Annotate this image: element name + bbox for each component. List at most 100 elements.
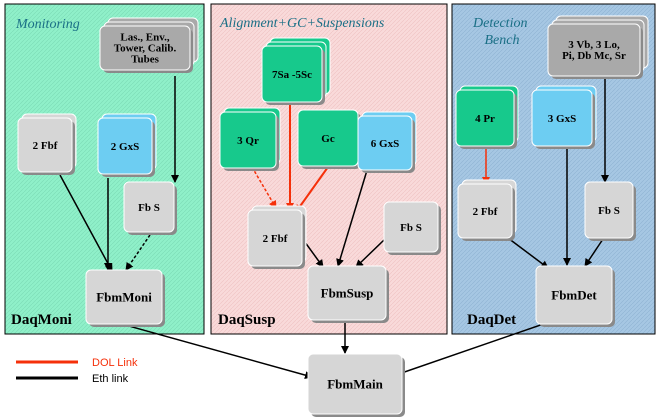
- node-box: [535, 265, 613, 325]
- node-label: 2 GxS: [111, 141, 139, 153]
- eth-link-fbs-to-fbmmoni: [125, 234, 151, 271]
- node-label: 2 Fbf: [33, 140, 58, 152]
- node-vb-lo-pi-db-mc-sr: 3 Vb, 3 Lo,Pi, Db Mc, Sr: [547, 15, 649, 79]
- node-label-line: 4 Pr: [475, 113, 495, 125]
- system-label-daqmoni: DaqMoni: [11, 312, 72, 328]
- node-label: FbmMoni: [96, 290, 152, 305]
- node-label: Fb S: [598, 205, 620, 217]
- eth-link-gxs-to-fbmsusp: [336, 166, 369, 267]
- node-fbmsusp: FbmSusp: [307, 265, 389, 323]
- node-label: Las., Env.,Tower, Calib.Tubes: [114, 32, 177, 66]
- node-3-qr: 3 Qr: [219, 107, 281, 171]
- node-label: FbmDet: [551, 288, 597, 303]
- node-label-line: Fb S: [400, 222, 422, 234]
- node-fbmmoni: FbmMoni: [85, 269, 165, 327]
- node-susp-fb-s: Fb S: [383, 201, 441, 255]
- node-label: 4 Pr: [475, 113, 495, 125]
- legend: DOL Link Eth link: [16, 357, 138, 385]
- node-box: [457, 183, 513, 239]
- node-box: [383, 201, 439, 253]
- node-label-line: 3 GxS: [548, 113, 576, 125]
- node-box: [261, 45, 323, 103]
- node-box: [307, 353, 403, 415]
- node-label-line: 2 GxS: [111, 141, 139, 153]
- node-label-line: 2 Fbf: [33, 140, 58, 152]
- node-label-line: Fb S: [598, 205, 620, 217]
- legend-eth-label: Eth link: [92, 373, 129, 385]
- node-box: [547, 23, 641, 77]
- node-lasers-env-tower-calib: Las., Env.,Tower, Calib.Tubes: [99, 17, 199, 73]
- node-4-pr: 4 Pr: [455, 85, 519, 149]
- node-box: [85, 269, 163, 325]
- node-label-line: 7Sa -5Sc: [272, 69, 312, 81]
- node-label: 3 GxS: [548, 113, 576, 125]
- panel-title-monitoring: Monitoring: [15, 17, 80, 32]
- node-box: [123, 181, 175, 233]
- node-label: 7Sa -5Sc: [272, 69, 312, 81]
- node-label: 2 Fbf: [263, 233, 288, 245]
- system-label-daqsusp: DaqSusp: [218, 312, 276, 328]
- node-label: Fb S: [138, 202, 160, 214]
- node-label-line: 6 GxS: [371, 138, 399, 150]
- node-box: [17, 117, 73, 173]
- node-box: [247, 209, 303, 267]
- node-box: [584, 181, 634, 239]
- node-label: 3 Qr: [237, 135, 259, 147]
- node-susp-6-gxs: 6 GxS: [357, 111, 417, 173]
- eth-link-fbf-to-fbmdet: [507, 237, 549, 269]
- node-label-line: Tubes: [131, 54, 159, 66]
- node-box: [307, 265, 387, 321]
- node-7sa-5sc: 7Sa -5Sc: [261, 37, 331, 105]
- node-susp-2-fbf: 2 Fbf: [247, 205, 307, 269]
- node-label-line: Tower, Calib.: [114, 43, 177, 55]
- node-gc: Gc: [297, 109, 361, 169]
- node-box: [357, 115, 413, 171]
- node-label-line: Las., Env.,: [120, 32, 169, 44]
- dol-link-qr-to-fbf: [251, 166, 277, 209]
- panel-title-bench-line: Bench: [485, 33, 520, 48]
- eth-link-fbs-to-fbmsusp: [355, 239, 385, 268]
- node-label-line: 2 Fbf: [473, 206, 498, 218]
- eth-link-fbmmoni-to-fbmmain: [99, 317, 313, 379]
- node-det-fb-s: Fb S: [584, 181, 636, 241]
- node-label: Gc: [321, 133, 335, 145]
- eth-link-fbmdet-to-fbmmain: [389, 319, 556, 379]
- node-box: [531, 89, 593, 147]
- node-label-line: FbmSusp: [321, 286, 374, 301]
- node-label-line: 3 Qr: [237, 135, 259, 147]
- node-label: Fb S: [400, 222, 422, 234]
- node-det-2-fbf: 2 Fbf: [457, 179, 517, 241]
- node-label: 6 GxS: [371, 138, 399, 150]
- node-label-line: FbmMain: [327, 377, 383, 392]
- system-label-daqdet: DaqDet: [467, 312, 516, 328]
- node-fbmdet: FbmDet: [535, 265, 615, 327]
- panel-title-detection-bench: Detection Bench: [472, 16, 531, 48]
- eth-link-fbf-to-fbmmoni: [59, 174, 113, 272]
- panel-title-alignment-gc-suspensions: Alignment+GC+Suspensions: [219, 16, 385, 31]
- legend-dol-label: DOL Link: [92, 357, 138, 369]
- node-label-line: Fb S: [138, 202, 160, 214]
- node-label: FbmSusp: [321, 286, 374, 301]
- node-box: [455, 89, 515, 147]
- node-label-line: FbmDet: [551, 288, 597, 303]
- node-moni-fb-s: Fb S: [123, 181, 177, 235]
- node-label: 3 Vb, 3 Lo,Pi, Db Mc, Sr: [562, 39, 626, 62]
- node-label-line: 2 Fbf: [263, 233, 288, 245]
- node-label-line: 3 Vb, 3 Lo,: [568, 39, 620, 51]
- node-label-line: Pi, Db Mc, Sr: [562, 50, 626, 62]
- node-label: FbmMain: [327, 377, 383, 392]
- node-fbmmain: FbmMain: [307, 353, 405, 417]
- dol-link-gc-to-fbf: [295, 166, 329, 213]
- connections: [59, 76, 609, 379]
- node-box: [99, 25, 191, 71]
- node-label-line: Gc: [321, 133, 335, 145]
- node-moni-2-fbf: 2 Fbf: [17, 113, 77, 175]
- node-box: [97, 117, 153, 175]
- node-det-3-gxs: 3 GxS: [531, 85, 597, 149]
- panel-title-detection-line: Detection: [472, 16, 527, 31]
- node-label-line: FbmMoni: [96, 290, 152, 305]
- node-moni-2-gxs: 2 GxS: [97, 113, 157, 177]
- node-box: [219, 111, 277, 169]
- nodes: Las., Env.,Tower, Calib.Tubes 2 Fbf 2 GxS F…: [17, 15, 649, 417]
